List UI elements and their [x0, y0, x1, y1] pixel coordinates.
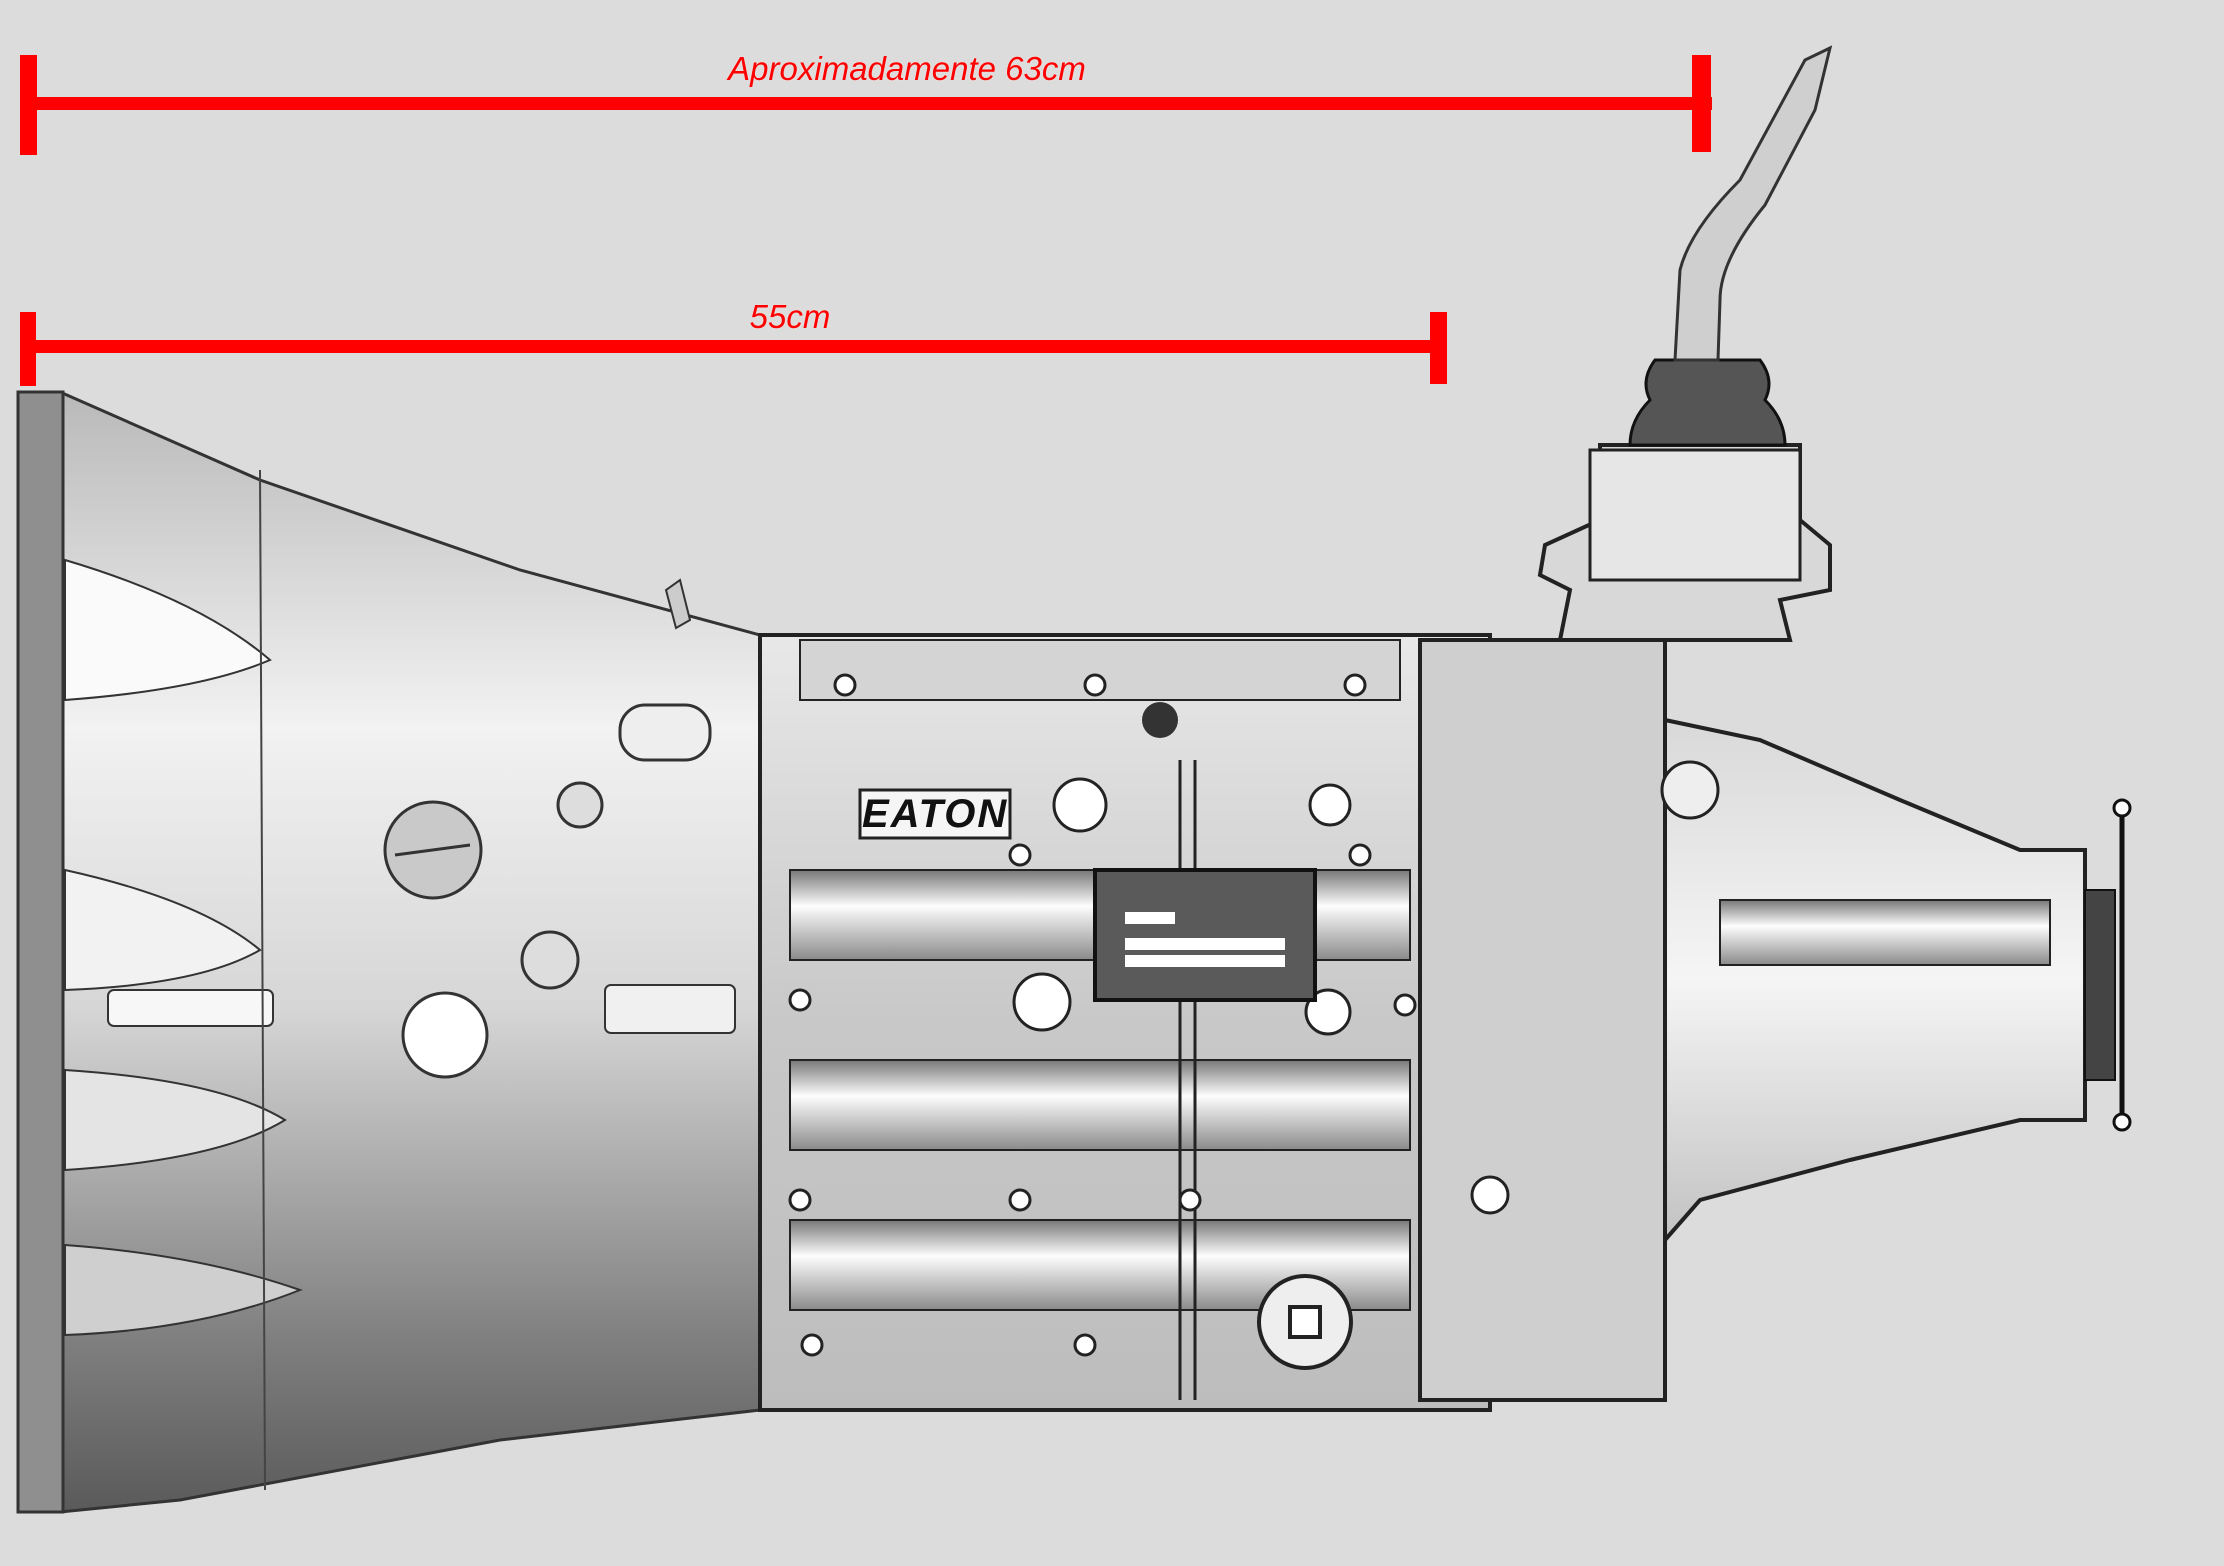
bell-housing	[16, 390, 762, 1514]
eaton-logo: EATON	[862, 792, 1009, 836]
dimension-overall-line	[20, 97, 1712, 110]
dimension-case-right-tick	[1430, 312, 1447, 384]
dimension-overall-right-tick	[1692, 55, 1711, 152]
dimension-case-label: 55cm	[749, 298, 831, 335]
dimension-overall-label: Aproximadamente 63cm	[728, 50, 1086, 87]
tail-housing	[1418, 638, 2132, 1402]
dimension-case-line	[20, 340, 1440, 353]
main-case	[758, 633, 1492, 1412]
gear-shifter	[1537, 45, 1833, 642]
